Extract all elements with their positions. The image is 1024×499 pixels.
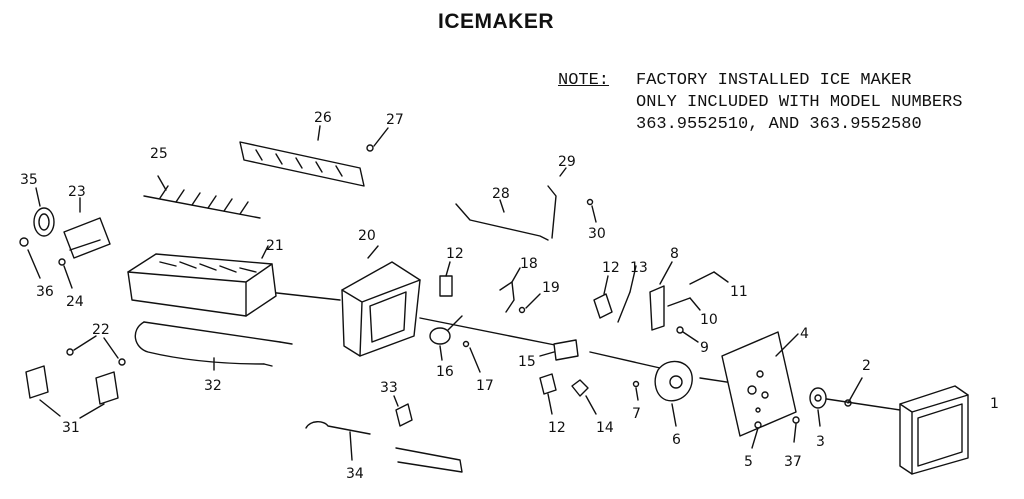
part-screw-2 [844, 377, 863, 407]
part-nut-36 [19, 237, 41, 279]
part-screw-5 [751, 421, 762, 449]
factory-note: NOTE: FACTORY INSTALLED ICE MAKER ONLY I… [558, 70, 962, 134]
callout-4: 4 [800, 326, 809, 342]
note-line-2: ONLY INCLUDED WITH MODEL NUMBERS [636, 93, 963, 112]
callout-17: 17 [476, 378, 494, 394]
part-gasket-35 [33, 187, 55, 237]
callout-24: 24 [66, 294, 84, 310]
callout-14: 14 [596, 420, 614, 436]
callout-35: 35 [20, 172, 38, 188]
callout-19: 19 [542, 280, 560, 296]
callout-3: 3 [816, 434, 825, 450]
callout-23: 23 [68, 184, 86, 200]
part-switch-12a [439, 261, 453, 297]
callout-1: 1 [990, 396, 999, 412]
note-line-1: FACTORY INSTALLED ICE MAKER [636, 71, 912, 90]
part-arm-29 [547, 167, 567, 239]
part-grommet-37 [792, 416, 800, 443]
part-shutoff-arm [455, 199, 549, 241]
part-screw-7 [632, 380, 640, 401]
part-drive-motor [654, 360, 693, 427]
callout-34: 34 [346, 466, 364, 482]
callout-33: 33 [380, 380, 398, 396]
callout-5: 5 [744, 454, 753, 470]
callout-31: 31 [62, 420, 80, 436]
part-screw-19 [518, 293, 541, 314]
assembly-axis-line [267, 291, 901, 411]
callout-16: 16 [436, 364, 454, 380]
callout-6: 6 [672, 432, 681, 448]
part-screws-22 [66, 335, 126, 366]
callout-8: 8 [670, 246, 679, 262]
part-clip-14 [571, 379, 597, 415]
part-screw-11 [689, 271, 729, 285]
callout-26: 26 [314, 110, 332, 126]
callout-7: 7 [632, 406, 641, 422]
callout-13: 13 [630, 260, 648, 276]
part-heater-loop [134, 321, 293, 371]
callout-29: 29 [558, 154, 576, 170]
part-wire-harness [305, 421, 463, 473]
part-connector-33 [393, 395, 413, 427]
callout-25: 25 [150, 146, 168, 162]
callout-36: 36 [36, 284, 54, 300]
part-switch-12b [593, 275, 613, 319]
part-spring-13 [617, 265, 637, 323]
part-drive-gear [809, 387, 827, 427]
part-screw-10 [667, 297, 701, 311]
part-screw-9 [676, 326, 699, 343]
part-coupler-15 [539, 339, 579, 361]
callout-28: 28 [492, 186, 510, 202]
callout-30: 30 [588, 226, 606, 242]
part-mold-housing [341, 245, 421, 357]
note-line-3: 363.9552510, AND 363.9552580 [636, 115, 922, 134]
note-label: NOTE: [558, 71, 610, 90]
part-screw-17 [462, 340, 481, 373]
part-mounting-plate [721, 331, 799, 437]
callout-9: 9 [700, 340, 709, 356]
callout-15: 15 [518, 354, 536, 370]
callout-21: 21 [266, 238, 284, 254]
part-control-housing [63, 197, 111, 259]
diagram-title: ICEMAKER [438, 10, 555, 33]
callout-37: 37 [784, 454, 802, 470]
callout-2: 2 [862, 358, 871, 374]
part-screw-24 [58, 258, 73, 289]
part-screw-30 [586, 198, 597, 223]
part-ice-mold [127, 245, 277, 317]
callout-32: 32 [204, 378, 222, 394]
part-ejector-blade [143, 175, 261, 219]
callout-22: 22 [92, 322, 110, 338]
part-stripper [239, 125, 365, 187]
part-front-cover [899, 385, 969, 475]
callout-10: 10 [700, 312, 718, 328]
callout-18: 18 [520, 256, 538, 272]
callout-12a: 12 [446, 246, 464, 262]
part-brackets-31 [25, 365, 119, 419]
callout-11: 11 [730, 284, 748, 300]
callout-12b: 12 [602, 260, 620, 276]
callout-20: 20 [358, 228, 376, 244]
callout-27: 27 [386, 112, 404, 128]
part-thermostat-16 [429, 315, 463, 361]
callout-12c: 12 [548, 420, 566, 436]
part-switch-12c [539, 373, 557, 415]
part-switch-8 [649, 261, 673, 331]
part-lever-18 [499, 267, 521, 313]
part-screw-27 [366, 127, 389, 152]
